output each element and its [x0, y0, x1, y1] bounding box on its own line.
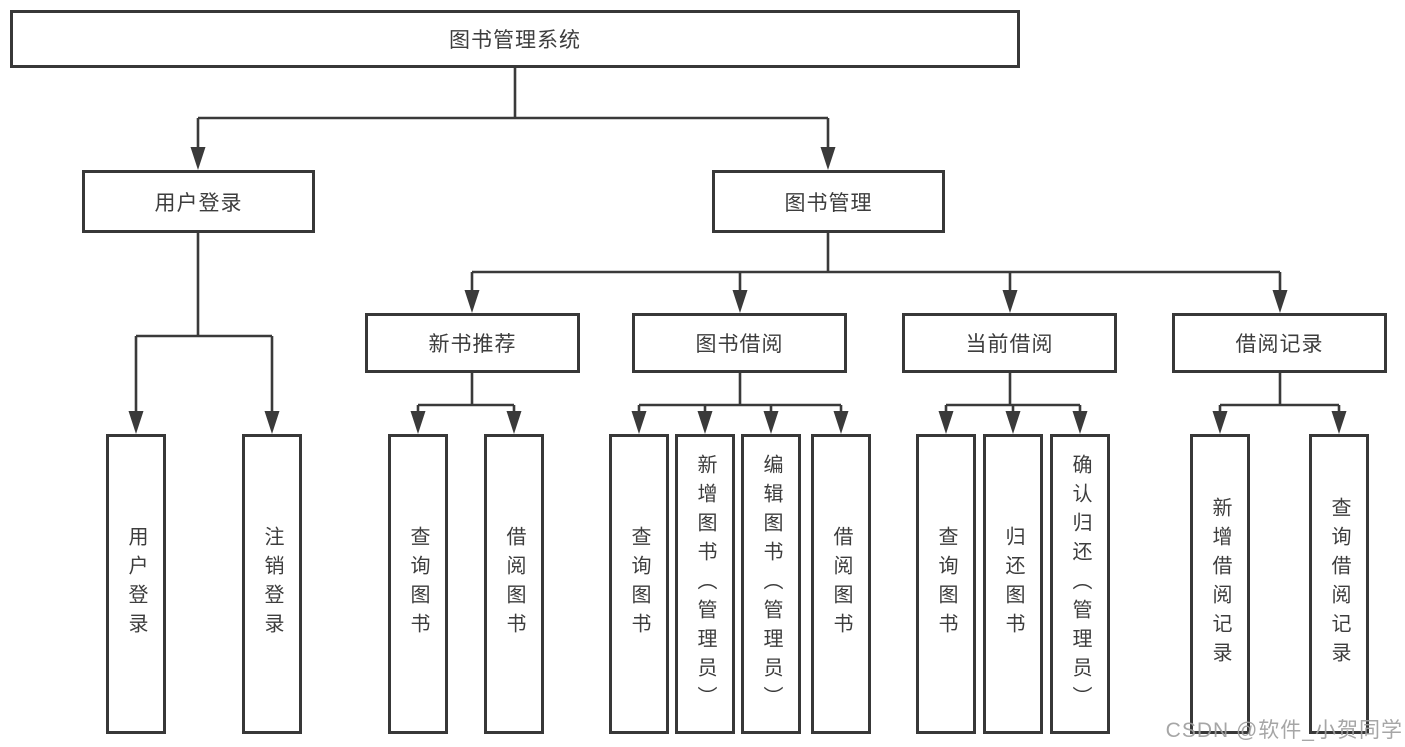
node-root-label: 图书管理系统 [449, 29, 581, 52]
node-borrow-records-label: 借阅记录 [1235, 333, 1324, 356]
leaf-confirm-return-admin-label: 确认归还（管理员） [1069, 453, 1091, 715]
node-book-borrow-label: 图书借阅 [695, 333, 784, 356]
leaf-query-books-borrow-label: 查询图书 [628, 526, 650, 642]
leaf-edit-book-admin-label: 编辑图书（管理员） [760, 453, 782, 715]
leaf-add-borrow-record-label: 新增借阅记录 [1209, 497, 1231, 671]
leaf-query-books-borrow: 查询图书 [609, 434, 669, 734]
leaf-query-books-current-label: 查询图书 [935, 526, 957, 642]
watermark-text: CSDN @软件_小贺同学 [1165, 719, 1403, 742]
leaf-add-book-admin: 新增图书（管理员） [675, 434, 735, 734]
leaf-confirm-return-admin: 确认归还（管理员） [1050, 434, 1110, 734]
leaf-add-book-admin-label: 新增图书（管理员） [694, 453, 716, 715]
leaf-query-books-recommend: 查询图书 [388, 434, 448, 734]
leaf-query-books-current: 查询图书 [916, 434, 976, 734]
node-new-book-recommend-label: 新书推荐 [428, 333, 517, 356]
node-book-management-label: 图书管理 [784, 191, 873, 215]
leaf-borrow-books-recommend-label: 借阅图书 [503, 526, 525, 642]
leaf-borrow-books: 借阅图书 [811, 434, 871, 734]
leaf-logout: 注销登录 [242, 434, 302, 734]
leaf-query-borrow-record: 查询借阅记录 [1309, 434, 1369, 734]
leaf-logout-label: 注销登录 [261, 526, 283, 642]
leaf-query-books-recommend-label: 查询图书 [407, 526, 429, 642]
node-book-management: 图书管理 [712, 170, 945, 233]
leaf-borrow-books-label: 借阅图书 [830, 526, 852, 642]
leaf-borrow-books-recommend: 借阅图书 [484, 434, 544, 734]
node-user-login: 用户登录 [82, 170, 315, 233]
node-current-borrow-label: 当前借阅 [965, 333, 1054, 356]
leaf-edit-book-admin: 编辑图书（管理员） [741, 434, 801, 734]
leaf-user-login: 用户登录 [106, 434, 166, 734]
node-current-borrow: 当前借阅 [902, 313, 1117, 373]
node-borrow-records: 借阅记录 [1172, 313, 1387, 373]
leaf-return-book: 归还图书 [983, 434, 1043, 734]
node-user-login-label: 用户登录 [154, 191, 243, 215]
leaf-return-book-label: 归还图书 [1002, 526, 1024, 642]
node-root: 图书管理系统 [10, 10, 1020, 68]
node-book-borrow: 图书借阅 [632, 313, 847, 373]
node-new-book-recommend: 新书推荐 [365, 313, 580, 373]
leaf-query-borrow-record-label: 查询借阅记录 [1328, 497, 1350, 671]
leaf-add-borrow-record: 新增借阅记录 [1190, 434, 1250, 734]
leaf-user-login-label: 用户登录 [125, 526, 147, 642]
